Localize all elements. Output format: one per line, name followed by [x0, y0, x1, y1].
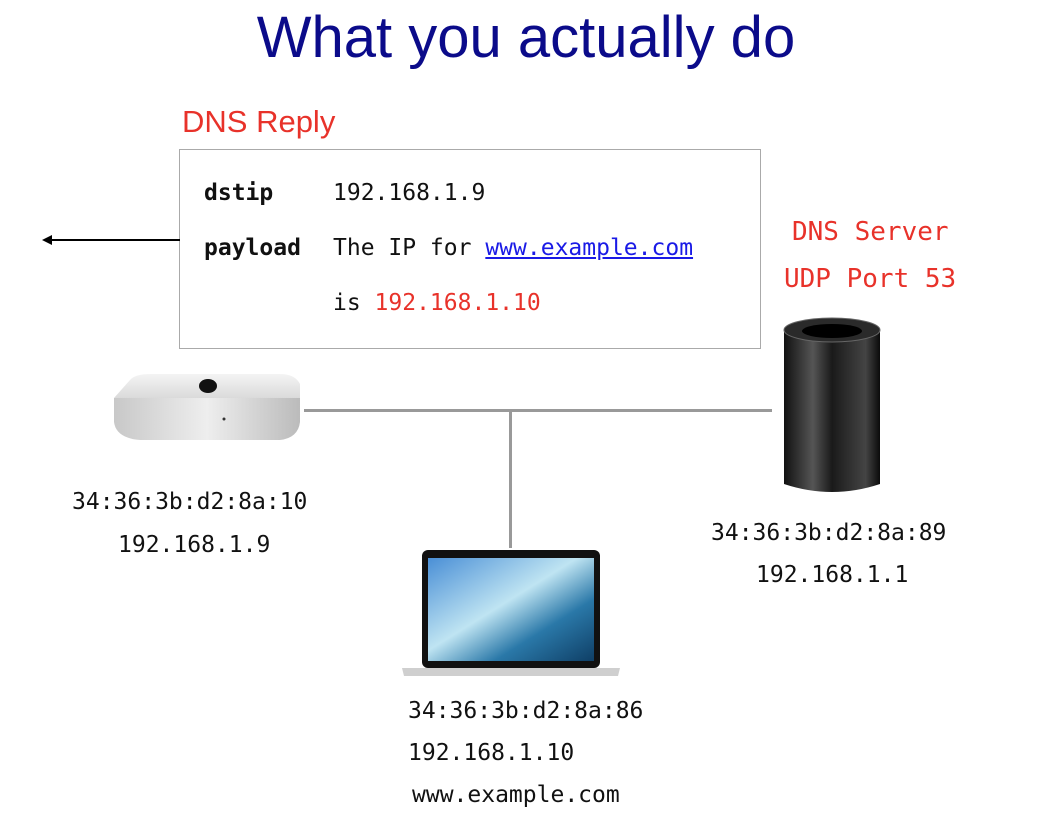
network-drop	[509, 410, 512, 548]
server-mac: 34:36:3b:d2:8a:89	[711, 520, 947, 546]
is-text: is	[333, 290, 375, 316]
laptop-icon	[402, 550, 620, 676]
laptop-hostname: www.example.com	[412, 782, 620, 808]
server-ip: 192.168.1.1	[756, 562, 909, 588]
mac-mini-icon	[114, 374, 300, 440]
network-bus	[304, 409, 772, 412]
dns-server-label: DNS Server	[792, 217, 949, 247]
client-ip: 192.168.1.9	[118, 532, 271, 558]
answer-ip: 192.168.1.10	[374, 290, 541, 316]
example-link[interactable]: www.example.com	[485, 235, 694, 261]
mac-pro-server-icon	[783, 317, 881, 492]
dns-reply-label: DNS Reply	[182, 104, 336, 139]
laptop-mac: 34:36:3b:d2:8a:86	[408, 698, 644, 724]
laptop-ip: 192.168.1.10	[408, 740, 575, 766]
client-mac: 34:36:3b:d2:8a:10	[72, 489, 308, 515]
payload-text: The IP for	[333, 235, 486, 261]
dstip-value: 192.168.1.9	[333, 180, 486, 206]
dstip-key: dstip	[204, 180, 274, 206]
dns-reply-packet	[179, 149, 761, 349]
payload-key: payload	[204, 235, 301, 261]
arrow-left-icon	[42, 235, 180, 245]
udp-port-label: UDP Port 53	[784, 264, 957, 294]
payload-value: The IP for www.example.com	[333, 235, 693, 261]
slide-title: What you actually do	[256, 5, 796, 70]
payload-value-2: is 192.168.1.10	[333, 290, 541, 316]
